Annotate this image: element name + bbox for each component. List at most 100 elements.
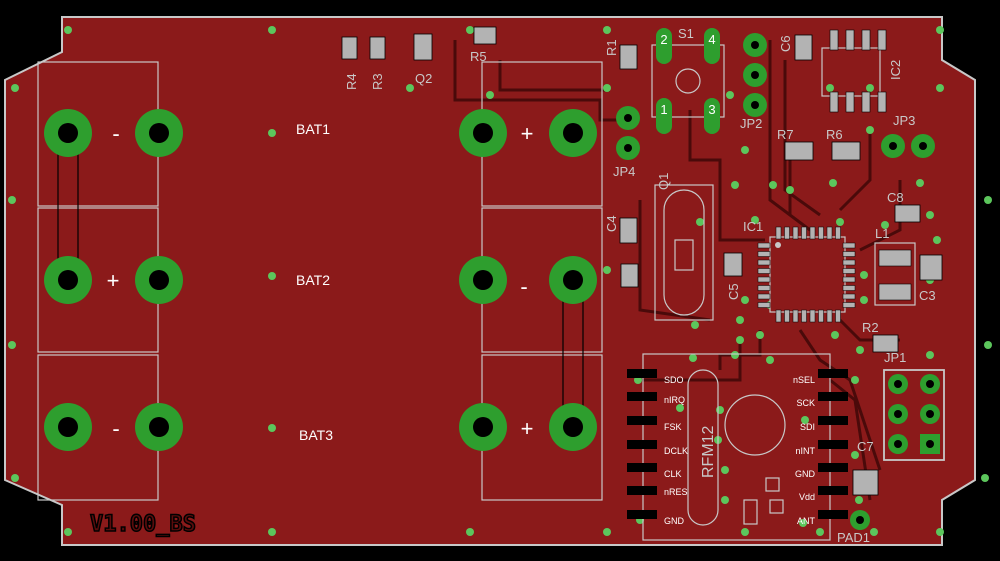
- battery-labels: BAT1 BAT2 BAT3: [296, 121, 333, 443]
- rfm12-right-pin-labels: nSEL SCK SDI nINT GND Vdd ANT: [793, 375, 816, 526]
- svg-text:2: 2: [660, 32, 667, 47]
- switch-pin-labels: 2 4 1 3: [660, 32, 715, 117]
- svg-text:SDO: SDO: [664, 375, 684, 385]
- label-c8: C8: [887, 190, 904, 205]
- ic1-pin: [801, 226, 807, 240]
- bat2-left-sign: +: [107, 268, 120, 293]
- svg-text:1: 1: [660, 102, 667, 117]
- label-q1: Q1: [656, 173, 671, 190]
- svg-text:nRES: nRES: [664, 487, 688, 497]
- ic1-pin: [757, 293, 771, 300]
- ic1-pin: [792, 309, 799, 323]
- ic1-pin: [842, 242, 856, 249]
- label-jp1: JP1: [884, 350, 906, 365]
- label-ic1: IC1: [743, 219, 763, 234]
- ic1-pin: [757, 259, 771, 266]
- svg-text:nSEL: nSEL: [793, 375, 815, 385]
- ic1-pin: [842, 302, 856, 308]
- label-r7: R7: [777, 127, 794, 142]
- ic1-pin: [784, 226, 790, 240]
- version-label: V1.00_BS: [90, 512, 196, 537]
- battery-pads: [44, 109, 597, 451]
- svg-text:nINT: nINT: [795, 446, 815, 456]
- jp1-header: [883, 369, 945, 461]
- ic2-body: [821, 29, 887, 113]
- ic1-pin: [757, 302, 771, 308]
- pad1: [850, 510, 870, 530]
- component-labels: R4 R3 Q2 R5 R1 S1 C6 IC2 JP2 JP4 R7 R6 J…: [344, 26, 936, 545]
- label-q2: Q2: [415, 71, 432, 86]
- label-c3: C3: [919, 288, 936, 303]
- rfm12-module: [627, 353, 848, 541]
- bat1-left-sign: -: [112, 121, 119, 146]
- ic1-pin: [842, 293, 856, 300]
- label-jp2: JP2: [740, 116, 762, 131]
- crystal-outline: [654, 184, 714, 321]
- svg-text:DCLK: DCLK: [664, 446, 688, 456]
- battery-outlines: [37, 61, 603, 501]
- ic1-pin: [826, 309, 833, 323]
- label-c7: C7: [857, 439, 874, 454]
- switch-body: [651, 44, 725, 118]
- rfm12-label: RFM12: [700, 425, 717, 478]
- ic1-pin: [757, 285, 771, 291]
- svg-text:GND: GND: [795, 469, 816, 479]
- label-jp3: JP3: [893, 113, 915, 128]
- svg-text:nIRQ: nIRQ: [664, 395, 685, 405]
- svg-text:SCK: SCK: [796, 398, 815, 408]
- label-ic2: IC2: [888, 60, 903, 80]
- vias: [8, 26, 992, 536]
- bat3-right-sign: +: [521, 416, 534, 441]
- battery-signs: - + + - - +: [107, 121, 534, 441]
- bat3-label: BAT3: [299, 427, 333, 443]
- label-r1: R1: [604, 39, 619, 56]
- bat2-label: BAT2: [296, 272, 330, 288]
- label-r4: R4: [344, 73, 359, 90]
- ic1-pin: [809, 309, 816, 323]
- ic1-pin: [757, 268, 771, 274]
- bat1-label: BAT1: [296, 121, 330, 137]
- label-pad1: PAD1: [837, 530, 870, 545]
- ic1-pin: [835, 309, 841, 323]
- ic1-pin: [826, 226, 833, 240]
- switch-pins: [656, 28, 720, 134]
- svg-text:ANT: ANT: [797, 516, 816, 526]
- ic1-pin: [809, 226, 816, 240]
- label-l1: L1: [875, 226, 889, 241]
- svg-text:CLK: CLK: [664, 469, 682, 479]
- ic1-pin: [835, 226, 841, 240]
- ic1-pin: [784, 309, 790, 323]
- svg-text:3: 3: [708, 102, 715, 117]
- svg-text:SDI: SDI: [800, 422, 815, 432]
- ic1-pin: [792, 226, 799, 240]
- label-c6: C6: [778, 35, 793, 52]
- bat1-right-sign: +: [521, 121, 534, 146]
- ic1-pin: [757, 251, 771, 257]
- svg-text:Vdd: Vdd: [799, 492, 815, 502]
- ic1-pin: [842, 276, 856, 283]
- ic1-pin: [842, 251, 856, 257]
- ic1-pin: [775, 309, 782, 323]
- ic1-pin: [775, 226, 782, 240]
- inductor-l1: [874, 242, 916, 306]
- ic1-pin: [818, 226, 824, 240]
- label-r2: R2: [862, 320, 879, 335]
- ic1-pin: [801, 309, 807, 323]
- bat3-left-sign: -: [112, 416, 119, 441]
- label-r6: R6: [826, 127, 843, 142]
- label-r5: R5: [470, 49, 487, 64]
- bat2-right-sign: -: [520, 274, 527, 299]
- label-r3: R3: [370, 73, 385, 90]
- label-c4: C4: [604, 215, 619, 232]
- svg-text:GND: GND: [664, 516, 685, 526]
- ic1-pin: [842, 268, 856, 274]
- label-jp4: JP4: [613, 164, 635, 179]
- svg-text:FSK: FSK: [664, 422, 682, 432]
- svg-text:4: 4: [708, 32, 715, 47]
- smd-pads: [341, 26, 943, 496]
- ic1-pin: [842, 285, 856, 291]
- ic1-body: [757, 226, 856, 323]
- ic1-pin: [818, 309, 824, 323]
- ic1-pin: [757, 242, 771, 249]
